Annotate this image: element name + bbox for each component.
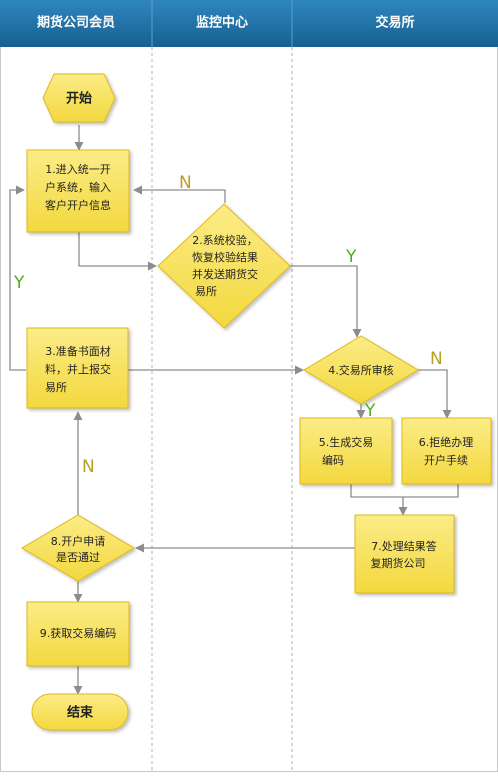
- step-9-box: [26, 601, 130, 667]
- edge-s3-s1: [9, 185, 26, 371]
- step-1-line: 户系统，输入: [45, 180, 111, 194]
- step-3-line: 易所: [45, 381, 67, 394]
- start-label: 开始: [66, 91, 92, 107]
- decision-4: [303, 335, 419, 405]
- decision-8-line: 8.开户申请: [51, 534, 106, 548]
- step-7-line: 复期货公司: [371, 556, 426, 570]
- step-6-box: [401, 417, 492, 485]
- step-6-line: 开户手续: [424, 453, 468, 467]
- edge-label-y: Y: [364, 401, 376, 421]
- step-7-line: 7.处理结果答: [371, 539, 437, 553]
- step-3-line: 料，并上报交: [45, 362, 111, 376]
- lane-title-member: 期货公司会员: [37, 15, 115, 31]
- step-5-line: 5.生成交易: [319, 435, 374, 449]
- lane-header-bar: [0, 0, 498, 47]
- step-1-line: 客户开户信息: [45, 198, 111, 212]
- edge-d4-s6: [416, 369, 452, 419]
- end-node: [31, 693, 129, 731]
- end-label: 结束: [67, 705, 94, 721]
- edge-label-n: N: [82, 457, 95, 477]
- step-1-line: 1.进入统一开: [45, 163, 111, 176]
- decision-2-line: 恢复校验结果: [192, 250, 258, 264]
- decision-4-label: 4.交易所审核: [328, 363, 394, 377]
- lane-title-exchange: 交易所: [375, 15, 414, 31]
- decision-8-line: 是否通过: [56, 551, 100, 564]
- edge-label-n: N: [430, 349, 443, 369]
- edge-d2-d4: [288, 265, 362, 338]
- step-7-box: [354, 514, 455, 594]
- step-6-line: 6.拒绝办理: [419, 435, 474, 449]
- edge-label-y: Y: [345, 247, 357, 267]
- step-1-box: [26, 149, 130, 233]
- edge-d2-s1: [133, 185, 226, 203]
- decision-8: [21, 514, 135, 582]
- edge-merge: [350, 484, 459, 498]
- decision-2-line: 并发送期货交: [192, 267, 258, 281]
- step-5-line: 编码: [322, 453, 344, 467]
- decision-2-line: 易所: [195, 285, 217, 298]
- step-3-box: [26, 327, 129, 409]
- edge-label-y: Y: [13, 273, 25, 293]
- decision-2-line: 2.系统校验，: [192, 233, 258, 247]
- edge-label-n: N: [179, 173, 192, 193]
- edge-s1-d2: [78, 232, 157, 271]
- lane-title-monitor: 监控中心: [196, 15, 248, 31]
- step-3-line: 3.准备书面材: [45, 344, 111, 358]
- decision-2: [157, 203, 291, 329]
- start-node: [42, 73, 116, 123]
- step-5-box: [299, 417, 393, 485]
- step-9-label: 9.获取交易编码: [40, 626, 117, 640]
- connectors: [9, 125, 459, 695]
